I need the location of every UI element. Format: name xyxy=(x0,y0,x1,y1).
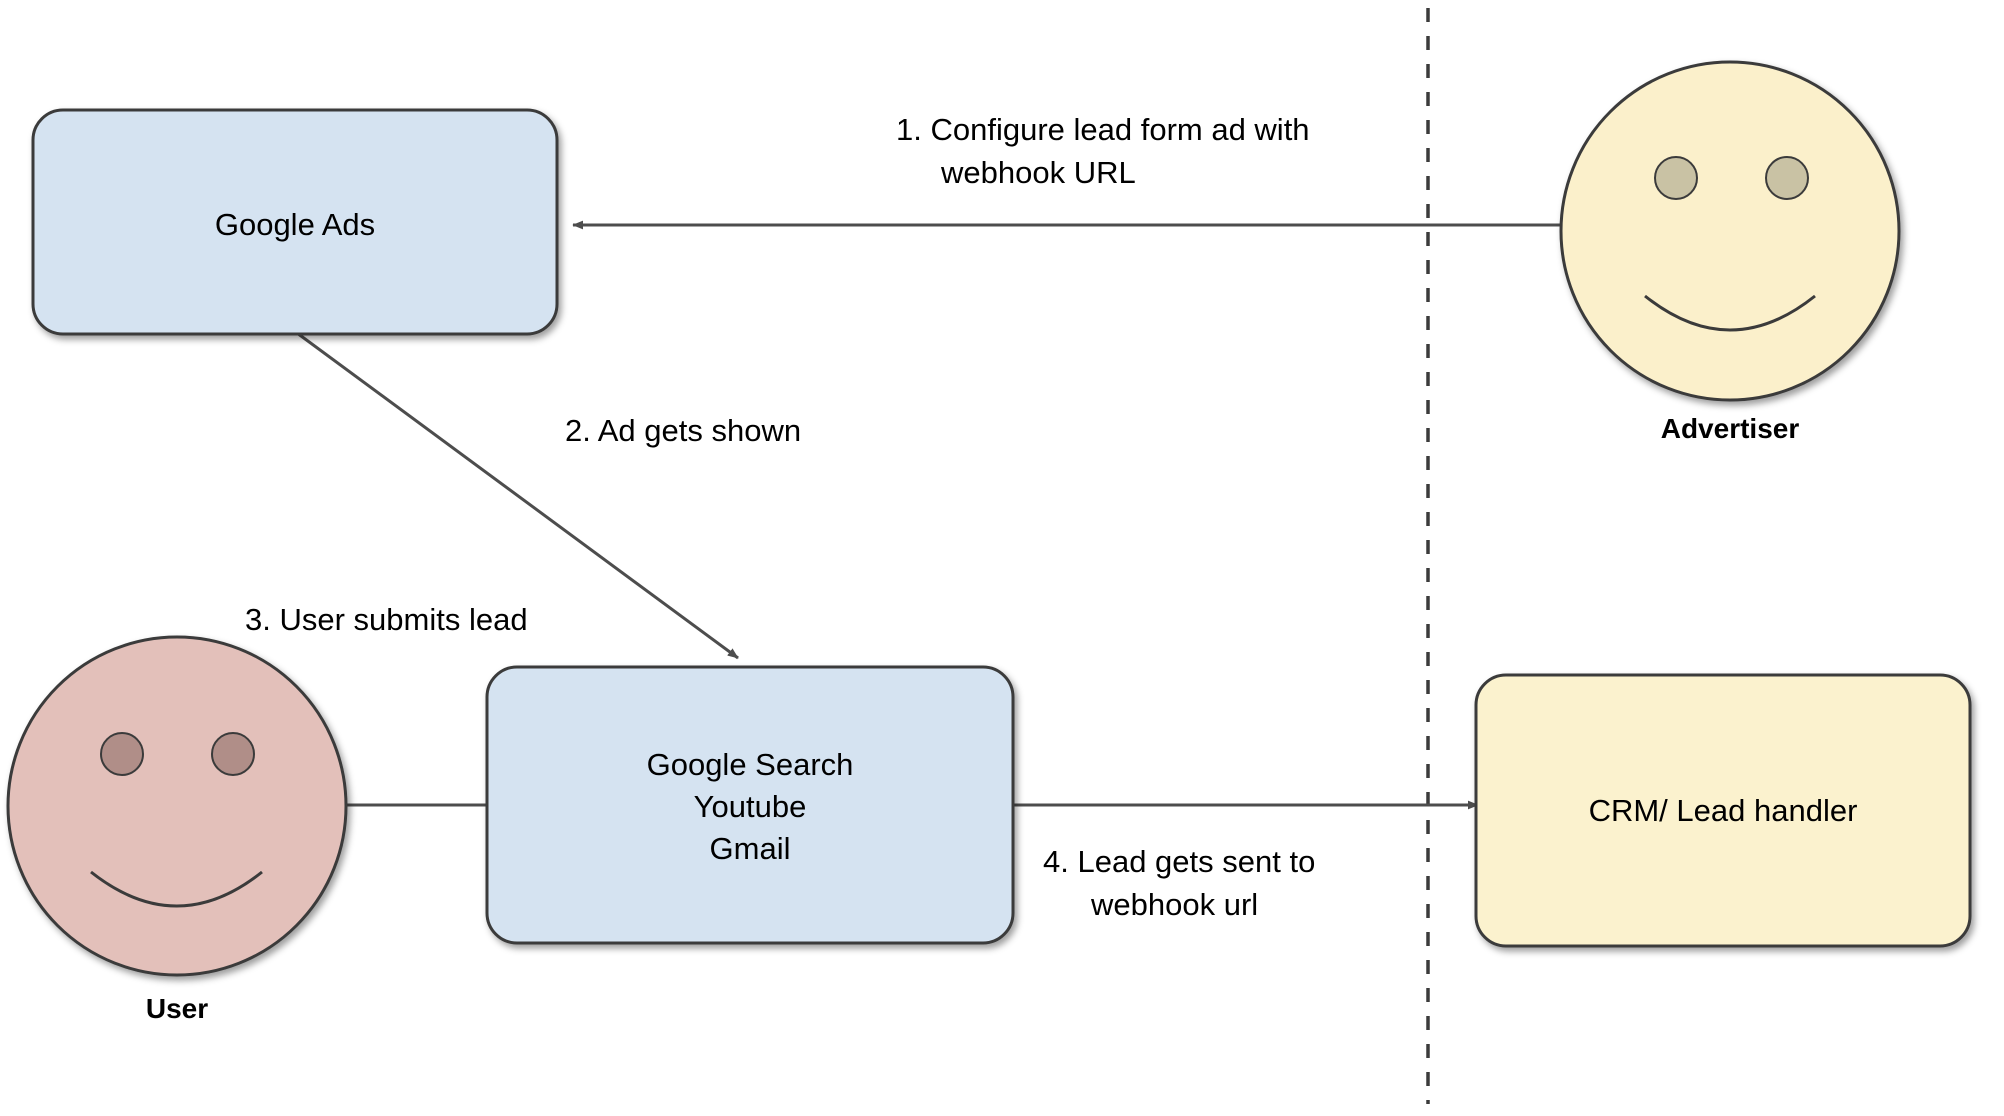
advertiser-label: Advertiser xyxy=(1661,413,1800,444)
user-left-eye-icon xyxy=(100,732,144,776)
user-right-eye-icon xyxy=(211,732,255,776)
step-3-label: 3. User submits lead xyxy=(245,602,528,637)
google-search-label: Google Search xyxy=(647,747,854,782)
advertiser-left-eye-icon xyxy=(1654,156,1698,200)
step-2-label: 2. Ad gets shown xyxy=(565,413,801,448)
user-label: User xyxy=(146,993,208,1024)
crm-lead-handler-box[interactable] xyxy=(1474,673,1972,948)
step-4-label: 4. Lead gets sent to webhook url xyxy=(1043,844,1315,922)
google-ads-label: Google Ads xyxy=(215,207,375,242)
node-google-ads[interactable]: Google Ads xyxy=(31,108,559,336)
node-google-properties[interactable]: Google Search Youtube Gmail xyxy=(485,665,1015,945)
gmail-label: Gmail xyxy=(710,831,791,866)
actor-advertiser[interactable]: Advertiser xyxy=(1559,60,1901,444)
advertiser-face-icon[interactable] xyxy=(1559,60,1901,402)
edge-step-2-line xyxy=(296,331,739,660)
user-face-icon[interactable] xyxy=(6,635,348,977)
user-smile-icon xyxy=(90,870,263,908)
step-3-line-1: 3. User submits lead xyxy=(245,602,528,637)
actor-user[interactable]: User xyxy=(6,635,348,1024)
step-1-line-1: 1. Configure lead form ad with xyxy=(896,112,1310,147)
crm-lead-handler-label: CRM/ Lead handler xyxy=(1589,793,1858,828)
step-1-line-2: webhook URL xyxy=(940,155,1136,190)
step-4-line-1: 4. Lead gets sent to xyxy=(1043,844,1315,879)
advertiser-smile-icon xyxy=(1644,294,1816,332)
step-2-line-1: 2. Ad gets shown xyxy=(565,413,801,448)
google-properties-box[interactable] xyxy=(485,665,1015,945)
node-crm-lead-handler[interactable]: CRM/ Lead handler xyxy=(1474,673,1972,948)
advertiser-right-eye-icon xyxy=(1765,156,1809,200)
step-4-line-2: webhook url xyxy=(1090,887,1258,922)
google-ads-box[interactable] xyxy=(31,108,559,336)
youtube-label: Youtube xyxy=(694,789,807,824)
step-1-label: 1. Configure lead form ad with webhook U… xyxy=(896,112,1310,190)
